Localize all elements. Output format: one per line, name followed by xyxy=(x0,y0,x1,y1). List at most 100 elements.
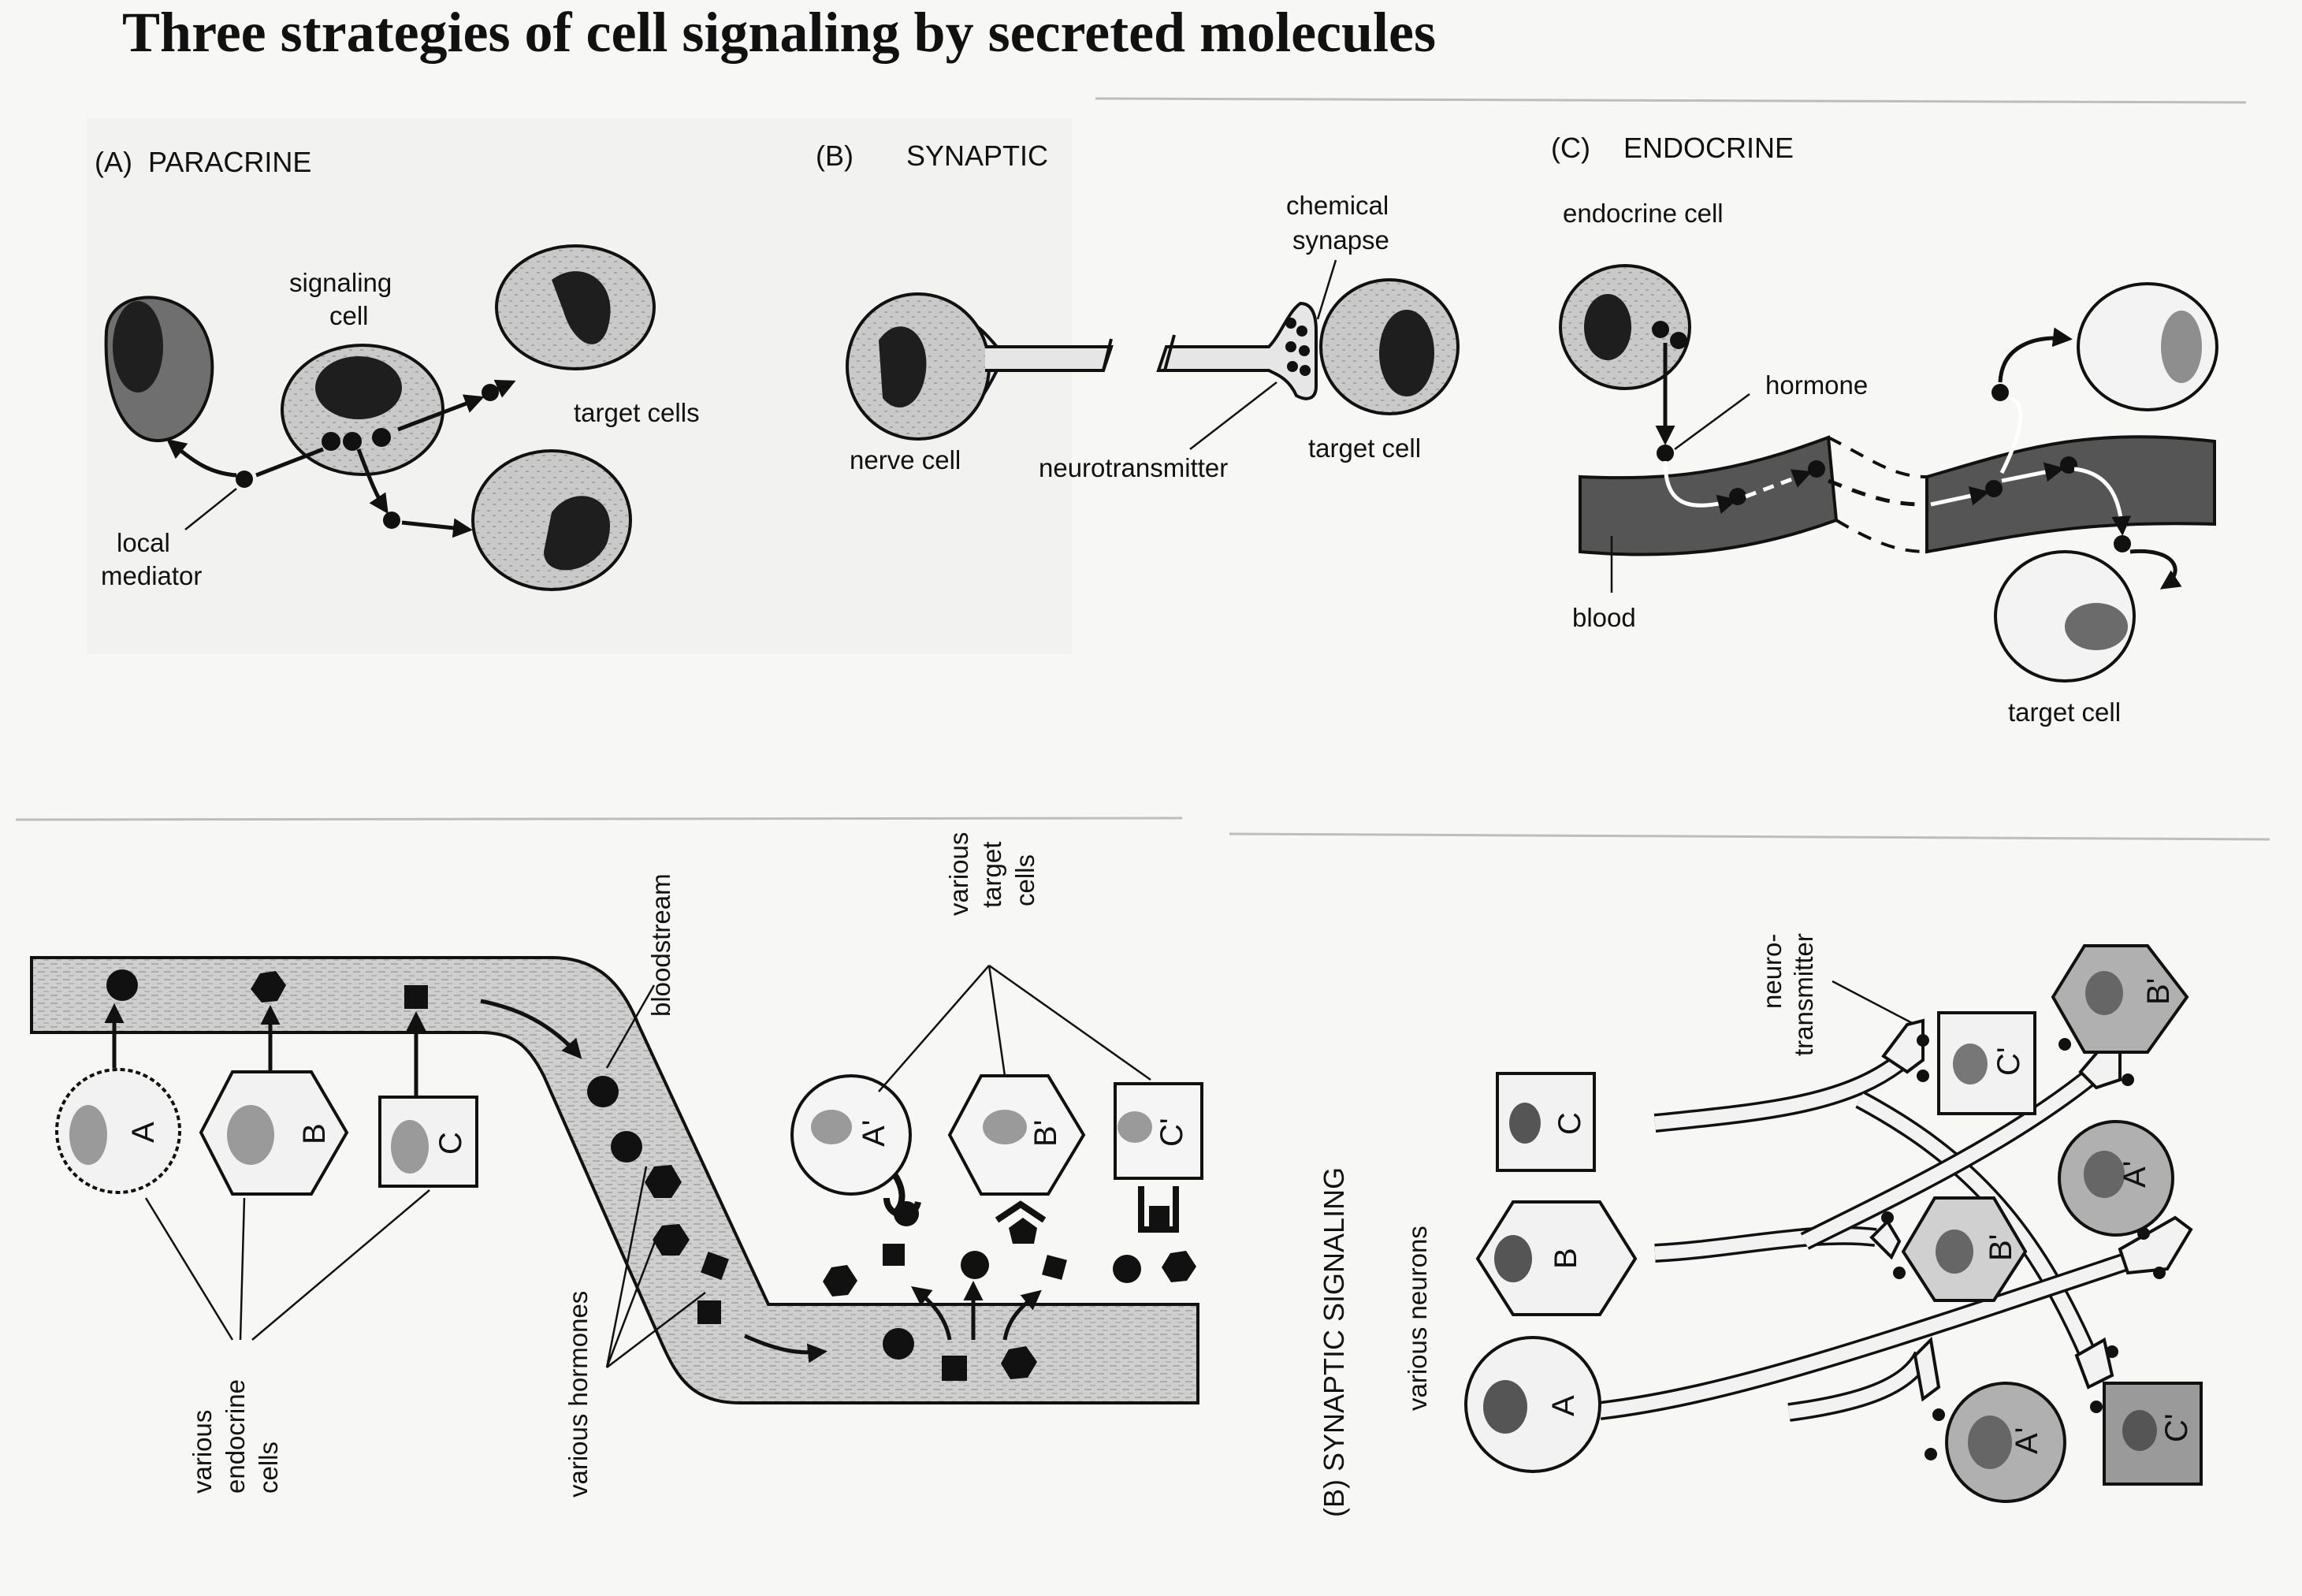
local-mediator-label-2: mediator xyxy=(101,561,202,590)
neuron-label-c: C xyxy=(1553,1112,1587,1135)
bloodstream-vessel xyxy=(30,956,1199,1404)
synaptic-target-label: target cell xyxy=(1308,433,1421,463)
target-cell-bottom xyxy=(471,449,632,591)
neuron-a: A xyxy=(1464,1336,1601,1473)
signaling-cell-label-1: signaling xyxy=(289,268,392,297)
bottom-synaptic-figure: (B) SYNAPTIC SIGNALING various neurons n… xyxy=(1318,933,2203,1517)
local-mediator-label-1: local xyxy=(117,528,170,557)
nucleus-shape xyxy=(1509,1103,1541,1144)
endocrine-target-top xyxy=(2077,282,2218,411)
nucleus-shape xyxy=(69,1105,107,1165)
nucleus-shape xyxy=(1936,1230,1973,1274)
neuron-label-a: A xyxy=(1546,1395,1581,1416)
neuron-c: C xyxy=(1496,1072,1596,1172)
neuro-transmitter-label-1: neuro- xyxy=(1757,934,1787,1009)
various-target-1: various xyxy=(944,832,973,916)
label-c: C xyxy=(433,1132,468,1155)
nucleus-shape xyxy=(227,1105,274,1165)
synaptic-target-c-prime-top: C' xyxy=(1937,1011,2036,1115)
panel-synaptic: (B) SYNAPTIC chemical synapse nerve cell xyxy=(816,140,1460,482)
chemical-synapse-label-2: synapse xyxy=(1292,225,1389,255)
nerve-cell xyxy=(845,292,1318,441)
mediator-molecule xyxy=(482,384,499,401)
nucleus-shape xyxy=(1494,1235,1532,1282)
neuro-transmitter-label-2: transmitter xyxy=(1789,933,1818,1056)
target-label-b-prime-mid: B' xyxy=(1984,1234,2018,1261)
hormone-label: hormone xyxy=(1765,370,1868,400)
synaptic-terminals xyxy=(1869,1018,2193,1460)
endocrine-cell-b: B xyxy=(199,1070,349,1196)
blood-label: blood xyxy=(1572,603,1636,632)
label-a-prime: A' xyxy=(857,1120,891,1147)
nucleus-shape xyxy=(2161,311,2202,383)
endocrine-cell-c: C xyxy=(378,1096,478,1188)
endocrine-target-label: target cell xyxy=(2008,698,2121,727)
label-b: B xyxy=(297,1123,332,1144)
nucleus-shape xyxy=(2085,971,2123,1015)
mediator-molecule xyxy=(383,512,400,529)
nucleus-shape xyxy=(1968,1416,2012,1469)
signaling-cell-label-2: cell xyxy=(329,301,369,330)
chemical-synapse-label-1: chemical xyxy=(1286,191,1389,220)
target-cell-a-prime: A' xyxy=(790,1074,921,1226)
target-label-b-prime-top: B' xyxy=(2141,978,2176,1005)
separator-lines xyxy=(15,97,2270,841)
synaptic-target-cell xyxy=(1319,278,1460,415)
synaptic-target-a-prime-bottom: A' xyxy=(1945,1382,2066,1503)
synaptic-target-a-prime-mid: A' xyxy=(2058,1120,2174,1237)
synaptic-signaling-heading: (B) SYNAPTIC SIGNALING xyxy=(1318,1167,1350,1517)
nucleus-shape xyxy=(2065,603,2128,650)
various-endocrine-3: cells xyxy=(254,1442,283,1494)
label-c-prime: C' xyxy=(1155,1118,1189,1147)
nucleus-shape xyxy=(983,1110,1027,1144)
synaptic-tag: (B) xyxy=(816,140,853,172)
target-label-a-prime-bottom: A' xyxy=(2010,1427,2044,1454)
nucleus-shape xyxy=(552,271,611,344)
mediator-molecule xyxy=(236,471,253,488)
target-cell-top xyxy=(495,244,656,370)
nucleus-shape xyxy=(2122,1410,2157,1451)
synaptic-heading: SYNAPTIC xyxy=(906,140,1048,172)
paracrine-heading: PARACRINE xyxy=(148,146,311,178)
target-cell-b-prime: B' xyxy=(947,1074,1086,1244)
paracrine-tag: (A) xyxy=(95,146,132,178)
panel-endocrine: (C) ENDOCRINE endocrine cell xyxy=(1551,132,2218,727)
endocrine-cell xyxy=(1559,264,1691,390)
neuron-b: B xyxy=(1475,1200,1638,1316)
synaptic-target-b-prime-mid: B' xyxy=(1901,1196,2028,1302)
various-target-2: target xyxy=(977,842,1006,908)
nucleus-shape xyxy=(315,356,402,419)
nucleus-shape xyxy=(879,326,927,408)
nucleus-shape xyxy=(811,1110,852,1144)
various-endocrine-2: endocrine xyxy=(221,1379,250,1494)
nucleus-shape xyxy=(113,301,163,392)
synaptic-target-c-prime-bottom: C' xyxy=(2103,1382,2203,1486)
endocrine-target-bottom xyxy=(1994,550,2136,683)
target-cell-left xyxy=(104,296,214,443)
blood-vessel xyxy=(1579,435,2216,556)
endocrine-heading: ENDOCRINE xyxy=(1623,132,1794,164)
nerve-cell-label: nerve cell xyxy=(850,445,961,474)
neuron-label-b: B xyxy=(1549,1248,1583,1269)
nucleus-shape xyxy=(1118,1111,1152,1143)
endocrine-tag: (C) xyxy=(1551,132,1590,164)
synaptic-target-b-prime-top: B' xyxy=(2051,944,2189,1054)
endocrine-cell-a: A xyxy=(55,1068,181,1194)
signaling-cell xyxy=(281,344,444,476)
target-label-a-prime-mid: A' xyxy=(2118,1161,2152,1188)
endocrine-cell-label: endocrine cell xyxy=(1563,199,1724,228)
various-endocrine-1: various xyxy=(188,1410,217,1494)
various-target-3: cells xyxy=(1010,854,1039,906)
nucleus-shape xyxy=(544,496,610,571)
target-label-c-prime-top: C' xyxy=(1991,1047,2026,1076)
nucleus-shape xyxy=(2084,1151,2125,1198)
neurotransmitter-label: neurotransmitter xyxy=(1039,453,1228,482)
nucleus-shape xyxy=(1953,1044,1988,1084)
label-a: A xyxy=(126,1122,161,1143)
various-neurons-label: various neurons xyxy=(1403,1226,1432,1411)
bottom-endocrine-figure: A B C various endocrine cells A' xyxy=(30,832,1203,1497)
page-title: Three strategies of cell signaling by se… xyxy=(122,1,1437,64)
target-cell-c-prime: C' xyxy=(1114,1082,1203,1233)
label-b-prime: B' xyxy=(1028,1120,1063,1147)
